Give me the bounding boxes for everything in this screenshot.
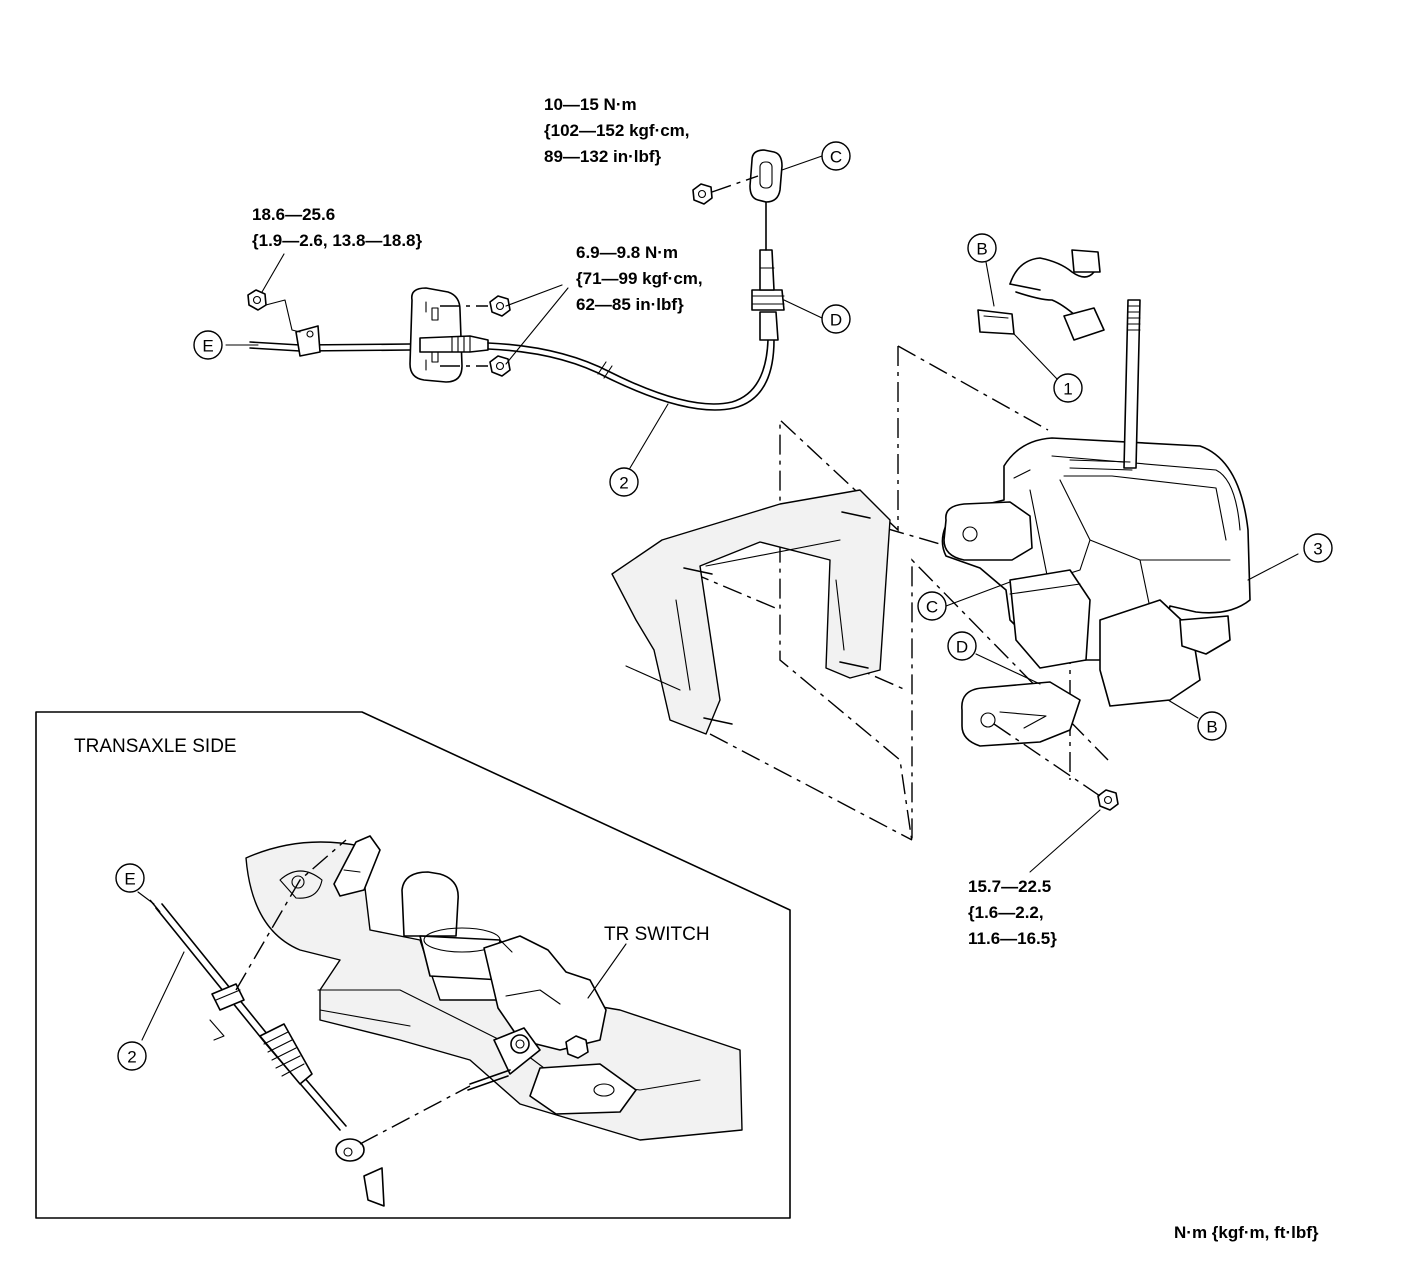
callout-2-inset: 2: [117, 1041, 147, 1071]
inset-border: [35, 711, 791, 1219]
callout-b-top: B: [967, 233, 997, 263]
torque-spec-plate-nuts: 6.9—9.8 N·m {71—99 kgf·cm, 62—85 in·lbf}: [576, 243, 707, 314]
plate-nut-lower: [489, 355, 511, 377]
shift-cable-assembly: [247, 149, 785, 411]
shifter-mount-nut: [1097, 789, 1119, 811]
plate-nut-upper: [489, 295, 511, 317]
callout-e-left: E: [193, 330, 223, 360]
svg-text:3: 3: [1313, 540, 1322, 559]
tr-switch-connector: [977, 249, 1105, 341]
svg-text:1: 1: [1063, 380, 1072, 399]
callout-1: 1: [1053, 373, 1083, 403]
floor-bracket: [611, 489, 891, 735]
callout-d-top: D: [821, 304, 851, 334]
svg-text:C: C: [926, 598, 938, 617]
svg-text:C: C: [830, 148, 842, 167]
svg-text:E: E: [202, 337, 213, 356]
units-note: N·m {kgf·m, ft·lbf}: [1174, 1223, 1319, 1242]
callout-c-top: C: [821, 141, 851, 171]
svg-text:2: 2: [127, 1048, 136, 1067]
callout-e-inset: E: [115, 863, 145, 893]
torque-spec-clamp-nut: 18.6—25.6 {1.9—2.6, 13.8—18.8}: [252, 205, 423, 250]
svg-text:D: D: [956, 638, 968, 657]
shift-lever-rod: [1123, 299, 1141, 469]
transaxle-side-inset: [35, 711, 791, 1219]
connector-body: [977, 309, 1015, 335]
svg-text:B: B: [1206, 718, 1217, 737]
svg-text:2: 2: [619, 474, 628, 493]
torque-spec-shifter-nut: 15.7—22.5 {1.6—2.2, 11.6—16.5}: [968, 877, 1057, 948]
callout-c-mid: C: [917, 591, 947, 621]
inset-title: TRANSAXLE SIDE: [74, 736, 237, 757]
tr-switch-label: TR SWITCH: [604, 924, 710, 945]
callout-2-top: 2: [609, 467, 639, 497]
svg-text:B: B: [976, 240, 987, 259]
callout-b-right: B: [1197, 711, 1227, 741]
transaxle-housing: [245, 841, 743, 1141]
svg-text:E: E: [124, 870, 135, 889]
callout-d-mid: D: [947, 631, 977, 661]
selector-lever-assembly: [611, 299, 1251, 843]
cable-mounting-plate: [409, 287, 489, 383]
callout-3: 3: [1303, 533, 1333, 563]
bracket-nut: [692, 183, 713, 205]
clamp-nut: [247, 289, 267, 311]
cable-clamp: [295, 325, 321, 357]
torque-spec-bracket-nut: 10—15 N·m {102—152 kgf·cm, 89—132 in·lbf…: [544, 95, 694, 166]
cable-eye-end: [749, 149, 783, 203]
svg-text:D: D: [830, 311, 842, 330]
